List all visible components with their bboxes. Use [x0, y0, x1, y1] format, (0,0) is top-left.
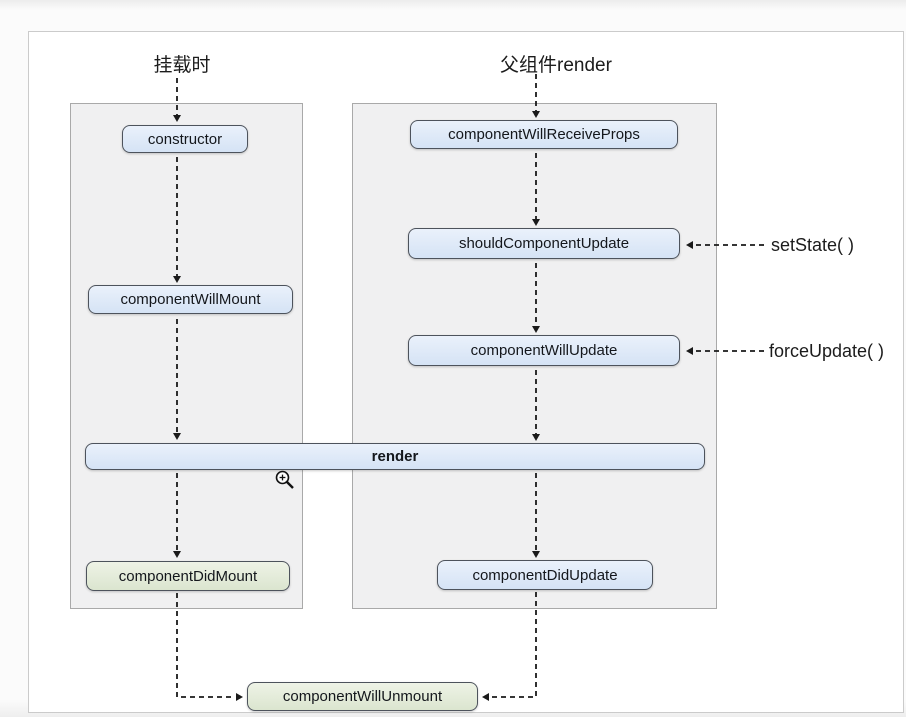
node-component-will-unmount: componentWillUnmount: [247, 682, 478, 711]
mount-phase-title: 挂载时: [153, 55, 211, 76]
node-component-will-update: componentWillUpdate: [408, 335, 680, 366]
forceupdate-label: forceUpdate( ): [769, 341, 885, 361]
node-component-did-update: componentDidUpdate: [437, 560, 653, 590]
node-render: render: [85, 443, 705, 470]
node-component-will-receive-props: componentWillReceiveProps: [410, 120, 678, 149]
setstate-label: setState( ): [771, 235, 855, 255]
mount-phase-panel: [70, 103, 303, 609]
node-constructor: constructor: [122, 125, 248, 153]
zoom-in-cursor-icon: [275, 470, 294, 489]
node-component-will-mount: componentWillMount: [88, 285, 293, 314]
node-should-component-update: shouldComponentUpdate: [408, 228, 680, 259]
node-component-did-mount: componentDidMount: [86, 561, 290, 591]
parent-render-title: 父组件render: [500, 55, 612, 76]
